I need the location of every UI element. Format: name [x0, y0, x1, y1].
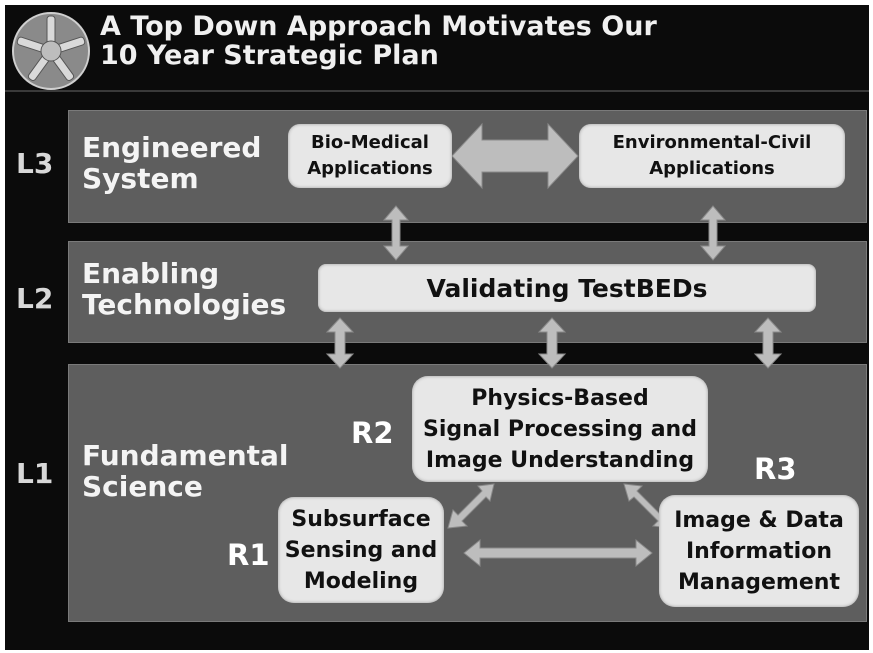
r3-line3: Management: [678, 569, 840, 595]
logo-icon: [12, 12, 90, 90]
arrow-l2-l1-right: [753, 317, 783, 369]
arrow-biomed-testbed: [382, 205, 410, 261]
biomedical-line1: Bio-Medical: [311, 132, 429, 153]
level-name-l1: Fundamental Science: [82, 440, 289, 502]
r3-tag: R3: [754, 452, 797, 486]
r3-line1: Image & Data: [674, 507, 844, 533]
r2-line1: Physics-Based: [471, 385, 649, 411]
title-line-2: 10 Year Strategic Plan: [100, 40, 439, 71]
testbeds-label: Validating TestBEDs: [426, 273, 708, 303]
level-tag-l2: L2: [16, 282, 54, 315]
level-tag-l1: L1: [16, 457, 54, 490]
level-name-l2-line2: Technologies: [82, 288, 287, 321]
level-name-l3-line1: Engineered: [82, 131, 262, 164]
title-divider: [5, 90, 869, 92]
title-line-1: A Top Down Approach Motivates Our: [100, 11, 657, 42]
r2-tag: R2: [351, 416, 394, 450]
level-name-l3-line2: System: [82, 162, 199, 195]
biomedical-applications-box: Bio-Medical Applications: [288, 124, 452, 188]
r1-tag: R1: [227, 538, 270, 572]
validating-testbeds-box: Validating TestBEDs: [318, 264, 816, 312]
r1-line3: Modeling: [303, 568, 419, 594]
level-name-l2: Enabling Technologies: [82, 258, 286, 320]
level-name-l2-line1: Enabling: [82, 257, 220, 290]
r1-subsurface-box: Subsurface Sensing and Modeling: [278, 497, 444, 603]
r2-physics-based-box: Physics-Based Signal Processing and Imag…: [412, 376, 708, 482]
slide-title: A Top Down Approach Motivates Our 10 Yea…: [100, 12, 840, 70]
r2-line3: Image Understanding: [425, 447, 695, 473]
arrow-env-testbed: [699, 205, 727, 261]
environmental-line1: Environmental-Civil: [612, 132, 812, 153]
arrow-r2-r1: [447, 483, 495, 529]
r3-image-data-box: Image & Data Information Management: [659, 495, 859, 607]
level-name-l1-line2: Science: [82, 470, 203, 503]
arrow-apps-horizontal: [451, 122, 579, 190]
level-name-l3: Engineered System: [82, 132, 261, 194]
arrow-r1-r3: [463, 538, 653, 568]
level-tag-l3: L3: [16, 147, 54, 180]
environmental-line2: Applications: [649, 158, 775, 179]
arrow-l2-l1-center: [537, 317, 567, 369]
level-name-l1-line1: Fundamental: [82, 439, 289, 472]
environmental-civil-applications-box: Environmental-Civil Applications: [579, 124, 845, 188]
r1-line1: Subsurface: [291, 506, 431, 532]
r1-line2: Sensing and: [284, 537, 438, 563]
biomedical-line2: Applications: [307, 158, 433, 179]
r2-line2: Signal Processing and: [423, 416, 697, 442]
r3-line2: Information: [686, 538, 832, 564]
arrow-l2-l1-left: [325, 317, 355, 369]
